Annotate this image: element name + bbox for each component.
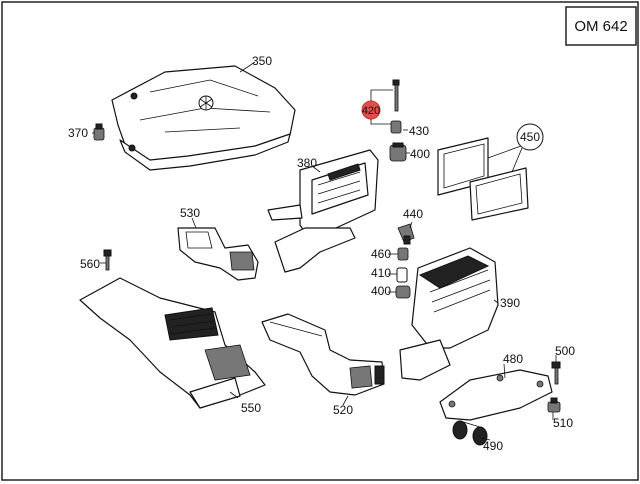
part-390-filter-housing[interactable] — [399, 247, 499, 381]
label-420: 420 — [362, 105, 380, 117]
part-400-grommet-upper[interactable] — [389, 142, 407, 162]
part-380-air-housing[interactable] — [267, 149, 379, 273]
label-430: 430 — [409, 124, 429, 138]
part-550-intake-tube[interactable] — [79, 277, 266, 409]
part-560-bolt[interactable] — [103, 249, 112, 271]
leader-380 — [311, 165, 321, 173]
label-350: 350 — [252, 54, 272, 68]
part-450-air-filter[interactable] — [437, 123, 544, 221]
leader-490 — [481, 437, 491, 441]
leader-480 — [503, 363, 506, 379]
label-510: 510 — [553, 416, 573, 430]
label-450: 450 — [520, 130, 540, 144]
label-560: 560 — [80, 257, 100, 271]
part-420-bolt[interactable] — [361, 79, 400, 125]
label-410: 410 — [371, 266, 391, 280]
leader-390 — [493, 299, 499, 304]
label-440: 440 — [403, 207, 423, 221]
label-520: 520 — [333, 403, 353, 417]
part-510-nut[interactable] — [547, 397, 561, 413]
part-430-washer[interactable] — [390, 120, 402, 134]
label-370: 370 — [68, 126, 88, 140]
part-500-bolt[interactable] — [551, 361, 561, 385]
part-440-bracket[interactable] — [397, 223, 415, 245]
label-480: 480 — [503, 352, 523, 366]
label-530: 530 — [180, 206, 200, 220]
label-390: 390 — [500, 296, 520, 310]
part-520-intake-hose[interactable] — [261, 313, 385, 396]
part-370-grommet[interactable] — [93, 123, 105, 141]
leader-350 — [239, 61, 256, 73]
part-480-bracket[interactable] — [439, 369, 553, 421]
part-530-intake-duct[interactable] — [177, 227, 259, 281]
label-490: 490 — [483, 439, 503, 453]
part-410-sleeve[interactable] — [396, 267, 408, 283]
part-350-engine-cover[interactable] — [111, 65, 296, 171]
engine-code-box: OM 642 — [565, 6, 637, 46]
label-460: 460 — [371, 247, 391, 261]
label-380: 380 — [297, 156, 317, 170]
engine-code: OM 642 — [574, 18, 627, 35]
label-500: 500 — [555, 344, 575, 358]
leader-550 — [229, 391, 239, 399]
part-490-rubber-mount[interactable] — [452, 420, 488, 446]
leader-520 — [342, 395, 349, 406]
leader-530 — [191, 217, 197, 229]
label-400a: 400 — [410, 147, 430, 161]
part-460-clip[interactable] — [397, 247, 409, 261]
part-400-grommet-lower[interactable] — [395, 285, 411, 299]
label-400b: 400 — [371, 284, 391, 298]
label-550: 550 — [241, 401, 261, 415]
leader-440 — [409, 221, 413, 229]
